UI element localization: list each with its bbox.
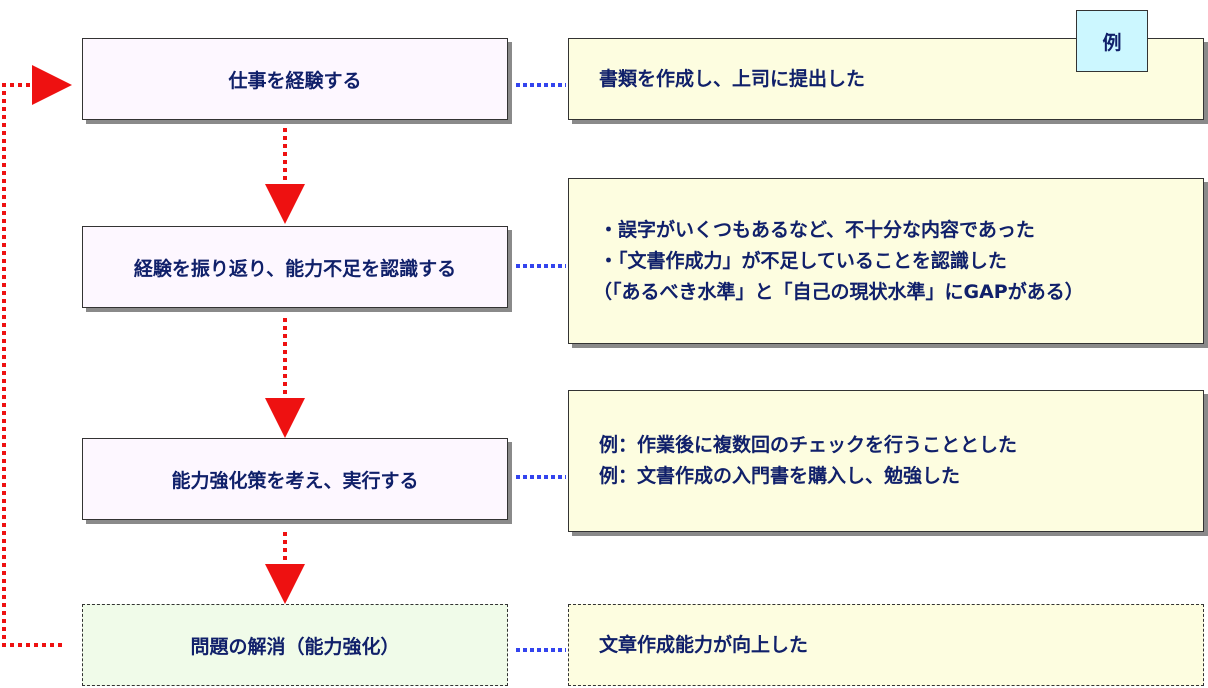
example-tag: 例 xyxy=(1076,10,1148,72)
step-box-resolution: 問題の解消（能力強化） xyxy=(82,604,508,686)
example-line: （「あるべき水準」と「自己の現状水準」にGAPがある） xyxy=(593,280,1084,303)
example-line: 書類を作成し、上司に提出した xyxy=(599,67,866,90)
step-box-action: 能力強化策を考え、実行する xyxy=(82,438,508,520)
example-box-1: 書類を作成し、上司に提出した xyxy=(568,38,1204,120)
feedback-loop-line xyxy=(2,65,72,647)
step-box-experience: 仕事を経験する xyxy=(82,38,508,120)
example-line: 文章作成能力が向上した xyxy=(599,633,809,656)
step-label: 問題の解消（能力強化） xyxy=(190,635,400,658)
step-label: 経験を振り返り、能力不足を認識する xyxy=(133,257,457,280)
example-line: 例：作業後に複数回のチェックを行うこととした xyxy=(599,434,1018,456)
step-label: 仕事を経験する xyxy=(228,69,362,92)
example-tag-label: 例 xyxy=(1102,31,1122,54)
example-box-3: 例：作業後に複数回のチェックを行うこととした 例：文書作成の入門書を購入し、勉強… xyxy=(568,390,1204,532)
example-line: 例：文書作成の入門書を購入し、勉強した xyxy=(599,465,961,487)
example-line: ・誤字がいくつもあるなど、不十分な内容であった xyxy=(599,218,1035,241)
example-line: ・「文書作成力」が不足していることを認識した xyxy=(599,249,1007,272)
example-box-2: ・誤字がいくつもあるなど、不十分な内容であった ・「文書作成力」が不足しているこ… xyxy=(568,178,1204,344)
step-box-reflection: 経験を振り返り、能力不足を認識する xyxy=(82,226,508,308)
step-label: 能力強化策を考え、実行する xyxy=(171,469,419,492)
example-box-4: 文章作成能力が向上した xyxy=(568,604,1204,686)
